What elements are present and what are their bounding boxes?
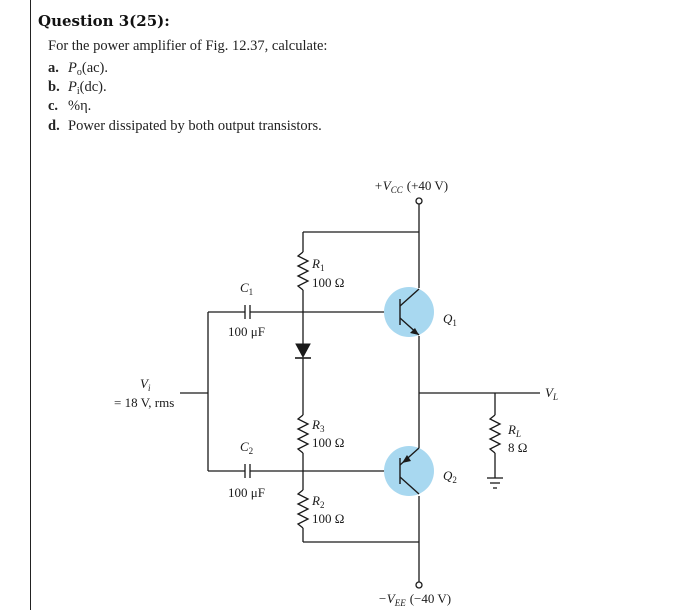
item-d-label: d. [48,118,60,134]
c2-name: C2 [240,439,253,456]
vcc-label: +VCC(+40 V) [374,178,448,195]
q1-label: Q1 [443,311,457,328]
q2-body [384,446,434,496]
c1-name: C1 [240,280,253,297]
r1-value: 100 Ω [312,275,344,290]
question-title: Question 3(25): [38,12,170,30]
page-frame [30,0,700,610]
item-a-sub: o [76,67,82,78]
c2-value: 100 μF [228,485,265,500]
vcc-terminal [415,197,423,205]
r1-name: R1 [311,256,324,273]
item-a-text: (ac). [81,60,109,76]
q1-body [384,287,434,337]
r2-resistor [296,489,310,529]
item-c-label: c. [48,98,59,114]
item-b-sub: i [76,86,80,97]
vi-value: = 18 V, rms [114,395,174,410]
r3-value: 100 Ω [312,435,344,450]
c1-value: 100 μF [228,324,265,339]
item-a: a. Po(ac). [48,60,108,78]
vl-label: VL [545,385,558,402]
r2-name: R2 [311,493,324,510]
item-b-text: (dc). [79,79,107,95]
item-b-label: b. [48,79,60,95]
r3-resistor [296,414,310,454]
rl-name: RL [507,422,521,439]
item-b: b. Pi(dc). [48,79,107,97]
rl-resistor [488,414,502,454]
q2-label: Q2 [443,468,457,485]
item-b-symbol: P [68,79,77,95]
vi-name: Vi [140,376,151,393]
question-stem: For the power amplifier of Fig. 12.37, c… [48,38,328,54]
item-c: c. %η. [48,98,91,115]
r2-value: 100 Ω [312,511,344,526]
r3-name: R3 [311,417,325,434]
q1-transistor [384,287,434,337]
item-a-label: a. [48,60,59,76]
item-d-text: Power dissipated by both output transist… [68,118,322,134]
diode [295,343,311,359]
item-c-text: %η. [68,98,92,114]
vee-label: −VEE(−40 V) [378,591,451,608]
item-d: d. Power dissipated by both output transi… [48,118,322,135]
rl-value: 8 Ω [508,440,527,455]
vee-terminal [415,581,423,589]
r1-resistor [296,251,310,291]
item-a-symbol: P [68,60,77,76]
q2-transistor [384,446,434,496]
